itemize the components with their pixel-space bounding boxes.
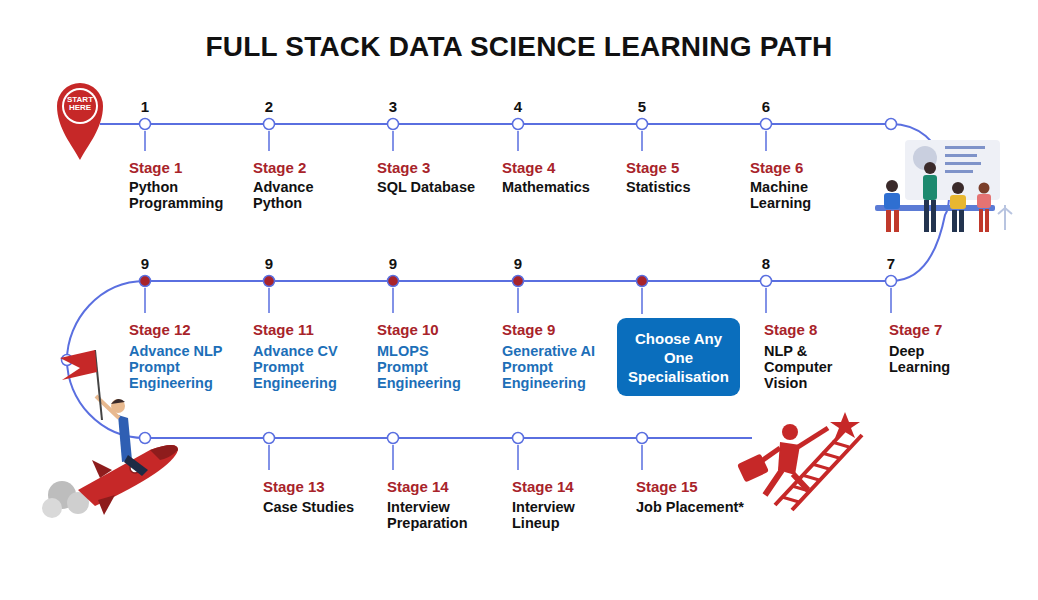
stage-title: Interview Preparation xyxy=(387,499,499,531)
specialisation-box: Choose Any One Specialisation xyxy=(617,318,740,396)
stage-label: Stage 11 xyxy=(253,322,368,338)
stage-title: SQL Database xyxy=(377,179,489,195)
stage-title: Python Programming xyxy=(129,179,241,211)
stage-label: Stage 6 xyxy=(750,160,865,176)
callout-number: 4 xyxy=(498,99,538,115)
active-dots xyxy=(140,276,648,287)
stage-label: Stage 7 xyxy=(889,322,1009,338)
stage-title: NLP & Computer Vision xyxy=(764,343,854,391)
callout-number: 9 xyxy=(498,256,538,272)
callout-number: 5 xyxy=(622,99,662,115)
stage-title: Machine Learning xyxy=(750,179,862,211)
stage-label: Stage 15 xyxy=(636,479,751,495)
tick-marks xyxy=(145,131,891,470)
stage-title: Statistics xyxy=(626,179,738,195)
stage-label: Stage 2 xyxy=(253,160,368,176)
stage-label: Stage 14 xyxy=(387,479,502,495)
callout-number: 7 xyxy=(871,256,911,272)
stage-label: Stage 5 xyxy=(626,160,741,176)
specialisation-title: Advance NLP Prompt Engineering xyxy=(129,343,232,391)
stage-label: Stage 14 xyxy=(512,479,627,495)
stage-title: Job Placement* xyxy=(636,499,748,515)
stage-title: Mathematics xyxy=(502,179,614,195)
callout-number: 9 xyxy=(249,256,289,272)
callout-number: 6 xyxy=(746,99,786,115)
stage-title: Case Studies xyxy=(263,499,375,515)
specialisation-title: MLOPS Prompt Engineering xyxy=(377,343,480,391)
stage-label: Stage 9 xyxy=(502,322,617,338)
timeline-line xyxy=(67,124,949,438)
stage-label: Stage 13 xyxy=(263,479,378,495)
callout-number: 1 xyxy=(125,99,165,115)
node-text: Choose Any One Specialisation xyxy=(623,329,734,386)
stage-label: Stage 1 xyxy=(129,160,244,176)
start-pin-shape xyxy=(57,83,103,160)
callout-number: 2 xyxy=(249,99,289,115)
team-illustration xyxy=(875,140,1012,232)
specialisation-title: Generative AI Prompt Engineering xyxy=(502,343,605,391)
climber-illustration xyxy=(737,412,862,510)
timeline-path xyxy=(67,124,949,438)
callout-number: 8 xyxy=(746,256,786,272)
callout-number: 9 xyxy=(125,256,165,272)
stage-title: Interview Lineup xyxy=(512,499,624,531)
diagram-title: FULL STACK DATA SCIENCE LEARNING PATH xyxy=(0,31,1038,63)
specialisation-title: Advance CV Prompt Engineering xyxy=(253,343,356,391)
callout-number: 3 xyxy=(373,99,413,115)
stage-label: Stage 3 xyxy=(377,160,492,176)
stage-title: Deep Learning xyxy=(889,343,979,375)
stage-label: Stage 12 xyxy=(129,322,244,338)
start-pin: START HERE xyxy=(57,83,103,112)
stage-label: Stage 10 xyxy=(377,322,492,338)
stage-label: Stage 4 xyxy=(502,160,617,176)
stage-label: Stage 8 xyxy=(764,322,884,338)
stage-title: Advance Python xyxy=(253,179,365,211)
stage-dots xyxy=(62,119,897,444)
node-text: START HERE xyxy=(65,83,95,112)
callout-number: 9 xyxy=(373,256,413,272)
